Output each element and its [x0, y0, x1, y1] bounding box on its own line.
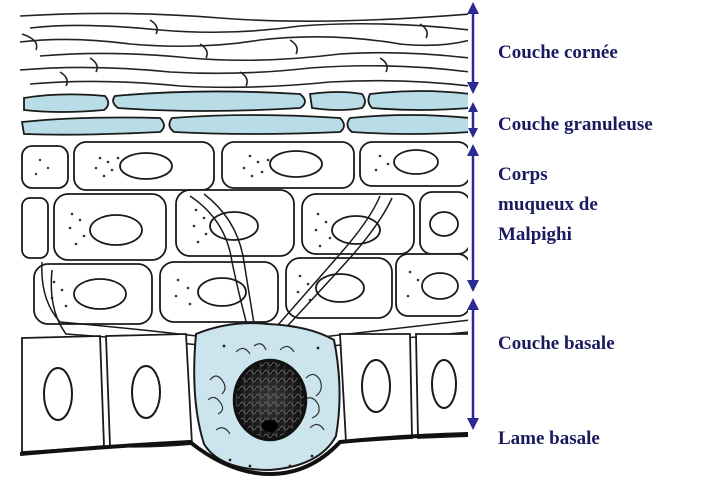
label-corps-line2: muqueux de — [498, 192, 598, 217]
arrow-couche-cornee — [467, 2, 479, 94]
stratum-corneum — [20, 13, 470, 87]
label-couche-granuleuse: Couche granuleuse — [498, 112, 653, 137]
stratum-granulosum — [22, 91, 470, 135]
arrow-couche-basale — [467, 298, 479, 430]
label-corps-line1: Corps — [498, 162, 548, 187]
arrow-couche-granuleuse — [468, 102, 478, 138]
label-corps-line3: Malpighi — [498, 222, 572, 247]
label-lame-basale: Lame basale — [498, 426, 600, 451]
melanocyte-cell — [194, 323, 339, 470]
layer-dimension-arrows — [467, 2, 479, 430]
nucleolus — [262, 420, 278, 432]
stratum-spinosum — [22, 142, 470, 324]
label-couche-basale: Couche basale — [498, 331, 615, 356]
tissue-section — [20, 13, 470, 474]
arrow-corps-muqueux — [467, 144, 479, 292]
label-couche-cornee: Couche cornée — [498, 40, 618, 65]
